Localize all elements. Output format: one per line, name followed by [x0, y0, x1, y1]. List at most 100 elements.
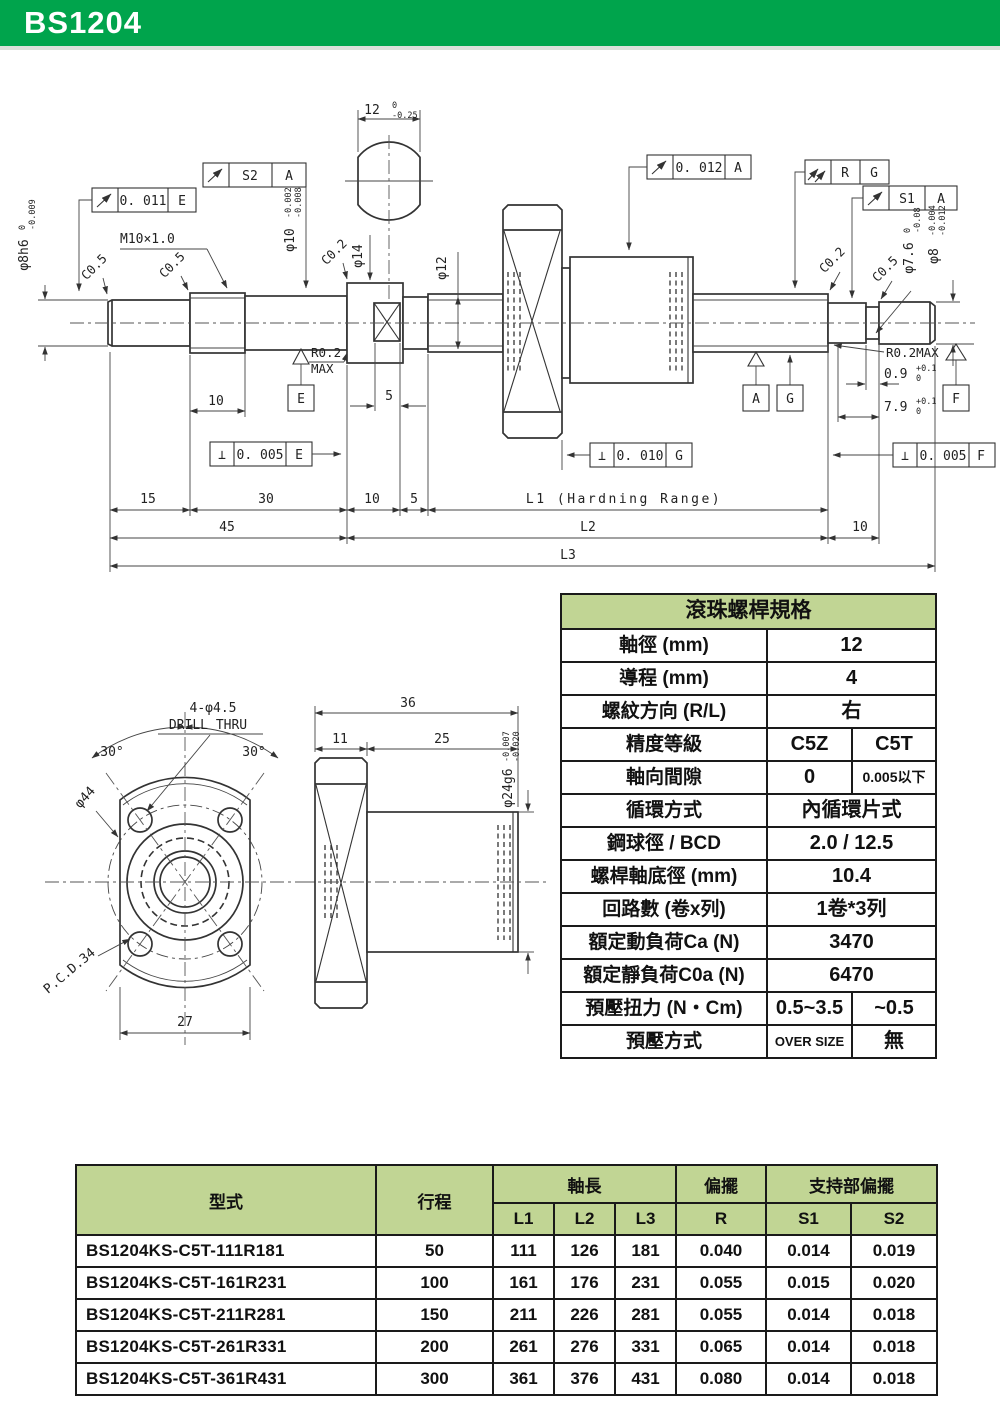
svg-text:R0.2: R0.2	[311, 345, 341, 360]
spec-value: 3470	[766, 925, 937, 960]
runout-arrow-icon	[207, 168, 223, 183]
thread-callout: M10×1.0	[120, 232, 228, 289]
pcd-label: P.C.D.34	[41, 945, 99, 997]
spec-value: 無	[851, 1024, 937, 1059]
svg-text:0. 011: 0. 011	[120, 194, 167, 209]
svg-text:-0.004: -0.004	[928, 205, 938, 236]
flange-width-dim: 27	[177, 1015, 193, 1030]
svg-text:0: 0	[903, 228, 913, 233]
table-row: BS1204KS-C5T-161R231 100 161 176 231 0.0…	[75, 1266, 938, 1300]
drill-thru-note: DRILL THRU	[169, 718, 247, 733]
flange-thickness-dim: 11	[332, 732, 348, 747]
dim-tol-dn: -0.25	[392, 111, 418, 121]
svg-text:C0.5: C0.5	[156, 249, 188, 281]
svg-text:-0.020: -0.020	[512, 731, 522, 762]
spec-label: 預壓方式	[560, 1024, 768, 1059]
col-header-l3: L3	[614, 1202, 677, 1236]
nut-side-view: 36 11 25 φ24g6 -0.007 -0.020	[300, 696, 548, 1009]
svg-text:E: E	[178, 194, 186, 209]
runout-arrow-icon	[651, 160, 667, 175]
svg-text:R: R	[841, 166, 849, 181]
svg-text:C0.2: C0.2	[318, 236, 350, 268]
svg-text:-0.007: -0.007	[502, 731, 512, 762]
svg-text:30: 30	[258, 492, 274, 507]
fcf-runout-S1-A: S1 A	[849, 185, 958, 299]
spec-value: 6470	[766, 958, 937, 993]
svg-text:0. 005: 0. 005	[920, 449, 967, 464]
svg-text:0: 0	[916, 407, 921, 417]
body-length-dim: 25	[434, 732, 450, 747]
nut-body-dia-label: φ24g6	[501, 768, 516, 807]
flange-front-view: 30° 30° 4-φ4.5 DRILL THRU φ44 P.C.D.34 2…	[41, 701, 325, 1045]
svg-text:φ14: φ14	[351, 244, 366, 268]
col-header-support-runout: 支持部偏擺	[765, 1164, 938, 1204]
spec-label: 軸徑 (mm)	[560, 628, 768, 663]
spec-label: 循環方式	[560, 793, 768, 828]
svg-text:5: 5	[410, 492, 418, 507]
spec-value: C5T	[851, 727, 937, 762]
page-header: BS1204	[0, 0, 1000, 50]
svg-text:-0.002: -0.002	[284, 187, 294, 218]
svg-text:-0.08: -0.08	[913, 207, 923, 233]
spec-value: C5Z	[766, 727, 853, 762]
spec-value: 右	[766, 694, 937, 729]
spec-value: 內循環片式	[766, 793, 937, 828]
svg-text:M10×1.0: M10×1.0	[120, 232, 175, 247]
col-header-r: R	[675, 1202, 767, 1236]
model-name: BS1204KS-C5T-161R231	[75, 1266, 377, 1300]
svg-text:φ8h6: φ8h6	[17, 239, 32, 270]
svg-text:7.9: 7.9	[884, 400, 907, 415]
shaft-side-view-drawing: 12 0 -0.25 0. 011 E S2 A	[17, 101, 996, 572]
flange-dia-label: φ44	[72, 784, 99, 812]
dim-across-flats: 12	[364, 103, 380, 118]
spec-value: ~0.5	[851, 991, 937, 1026]
table-row: BS1204KS-C5T-361R431 300 361 376 431 0.0…	[75, 1362, 938, 1396]
chamfer-callouts: C0.5 C0.5 C0.2 C0.2 C0.5	[78, 236, 901, 300]
svg-text:15: 15	[140, 492, 156, 507]
shaft-outline	[107, 204, 936, 439]
spec-value: 12	[766, 628, 937, 663]
model-name: BS1204KS-C5T-361R431	[75, 1362, 377, 1396]
svg-text:G: G	[675, 449, 683, 464]
spec-label: 回路數 (卷x列)	[560, 892, 768, 927]
upper-dims: 10 5	[189, 343, 426, 516]
model-table: 型式 行程 軸長 偏擺 支持部偏擺 L1 L2 L3 R S1 S2 BS120…	[75, 1164, 938, 1396]
spec-table-title: 滾珠螺桿規格	[560, 593, 937, 630]
svg-text:F: F	[977, 449, 985, 464]
svg-text:-0.008: -0.008	[294, 187, 304, 218]
spec-label: 螺紋方向 (R/L)	[560, 694, 768, 729]
col-header-l1: L1	[492, 1202, 555, 1236]
col-header-stroke: 行程	[375, 1164, 494, 1236]
svg-text:φ10: φ10	[283, 228, 298, 251]
spec-label: 額定動負荷Ca (N)	[560, 925, 768, 960]
svg-text:MAX: MAX	[311, 361, 334, 376]
svg-text:0. 010: 0. 010	[617, 449, 664, 464]
spec-value: 1卷*3列	[766, 892, 937, 927]
svg-text:G: G	[870, 166, 878, 181]
svg-text:C0.5: C0.5	[869, 253, 901, 285]
svg-text:E: E	[295, 448, 303, 463]
spec-label: 導程 (mm)	[560, 661, 768, 696]
table-row: BS1204KS-C5T-261R331 200 261 276 331 0.0…	[75, 1330, 938, 1364]
svg-text:L2: L2	[580, 520, 596, 535]
svg-text:R0.2MAX: R0.2MAX	[886, 345, 939, 360]
col-header-l2: L2	[553, 1202, 616, 1236]
svg-text:45: 45	[219, 520, 235, 535]
svg-text:A: A	[937, 192, 945, 207]
col-header-s1: S1	[765, 1202, 852, 1236]
svg-text:0. 005: 0. 005	[237, 448, 284, 463]
model-name: BS1204KS-C5T-111R181	[75, 1234, 377, 1268]
svg-text:A: A	[285, 169, 293, 184]
fcf-total-runout-R-G: R G	[792, 159, 890, 289]
spec-value: 4	[766, 661, 937, 696]
table-row: BS1204KS-C5T-211R281 150 211 226 281 0.0…	[75, 1298, 938, 1332]
spec-table: 滾珠螺桿規格 軸徑 (mm) 12 導程 (mm) 4 螺紋方向 (R/L) 右…	[560, 593, 937, 1059]
perpendicularity-icon: ⊥	[218, 448, 226, 463]
col-header-model: 型式	[75, 1164, 377, 1236]
runout-arrow-icon	[867, 191, 883, 206]
svg-text:-0.009: -0.009	[28, 199, 38, 230]
svg-text:L3: L3	[560, 548, 576, 563]
length-dims: 15 30 10 5 L1 (Hardning Range) 45 L2 10 …	[109, 346, 936, 572]
model-name: BS1204KS-C5T-211R281	[75, 1298, 377, 1332]
